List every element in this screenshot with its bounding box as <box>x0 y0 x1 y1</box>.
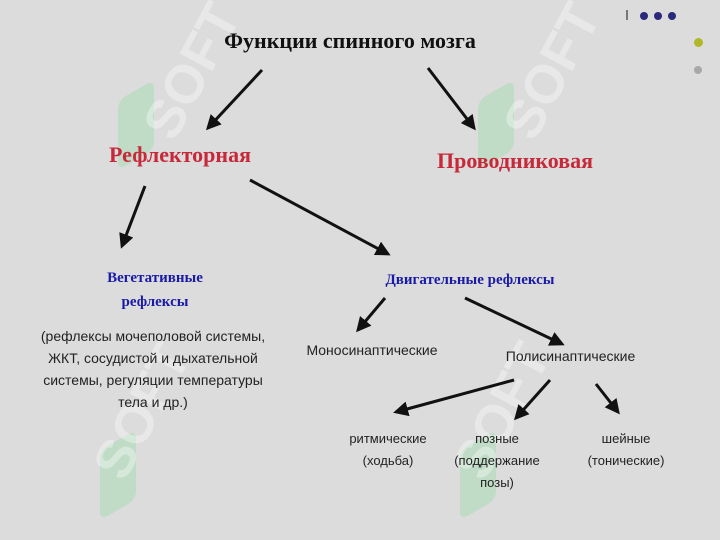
node-neck-line1: шейные <box>601 431 651 446</box>
node-neck: шейные (тонические) <box>566 428 686 472</box>
nav-dot-icon[interactable] <box>654 12 662 20</box>
arrow-title-to-reflex <box>205 68 264 131</box>
arrow-poly-to-neck <box>594 383 620 415</box>
node-conduction-function: Проводниковая <box>437 148 593 173</box>
nav-bullet-icon <box>694 38 703 47</box>
arrow-motor-to-poly <box>464 296 565 346</box>
node-vegetative-line2: рефлексы <box>121 294 189 310</box>
node-monosynaptic: Моносинаптические <box>306 342 438 358</box>
node-vegetative-description: (рефлексы мочеполовой системы, ЖКТ, сосу… <box>40 328 266 410</box>
node-neck-line2: (тонические) <box>587 453 665 468</box>
node-rhythmic-line2: (ходьба) <box>362 453 414 468</box>
nav-separator <box>626 10 628 20</box>
node-motor-reflexes: Двигательные рефлексы <box>385 272 555 288</box>
arrow-title-to-conduct <box>426 67 476 131</box>
arrow-poly-to-rhythm <box>393 378 515 417</box>
arrow-poly-to-pose <box>513 378 552 421</box>
node-postural-line3: позы) <box>480 475 514 490</box>
arrow-reflex-to-veg <box>119 185 147 249</box>
node-postural: позные (поддержание позы) <box>432 428 562 494</box>
node-postural-line2: (поддержание <box>454 453 540 468</box>
node-postural-line1: позные <box>475 431 519 446</box>
node-reflex-function: Рефлекторная <box>109 142 251 167</box>
nav-dot-icon[interactable] <box>668 12 676 20</box>
diagram-title: Функции спинного мозга <box>224 28 476 53</box>
node-rhythmic-line1: ритмические <box>349 431 427 446</box>
arrow-reflex-to-motor <box>249 178 391 256</box>
arrow-motor-to-mono <box>356 297 387 333</box>
nav-dot-icon[interactable] <box>640 12 648 20</box>
node-polysynaptic: Полисинаптические <box>505 348 636 364</box>
nav-bullet-icon <box>694 66 702 74</box>
node-vegetative-line1: Вегетативные <box>107 270 203 286</box>
node-vegetative-reflexes: Вегетативные рефлексы <box>60 266 250 314</box>
node-rhythmic: ритмические (ходьба) <box>328 428 448 472</box>
